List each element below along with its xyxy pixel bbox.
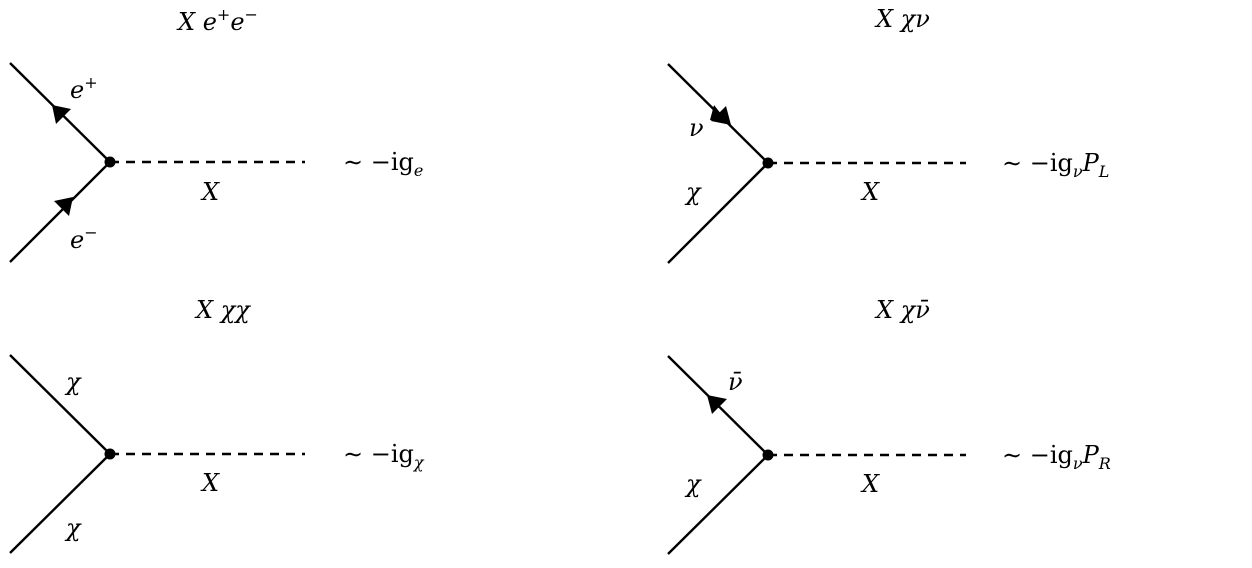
electron-line xyxy=(9,161,111,263)
diagram-x-chi-nu: X χν ν χ X ∼ −igνPL xyxy=(667,5,1109,264)
chi-line xyxy=(667,162,769,264)
incoming-arrow-icon xyxy=(711,106,731,125)
incoming-arrow-icon xyxy=(54,197,73,216)
diagram-title: X e+e− xyxy=(176,5,258,36)
lower-leg-label: χ xyxy=(64,514,82,542)
coupling-expression: ∼ −igχ xyxy=(343,440,425,472)
coupling-expression: ∼ −igνPL xyxy=(1002,149,1109,181)
diagram-title: X χν xyxy=(874,5,930,33)
diagram-x-chi-nubar: X χν̄ ν̄ χ X ∼ −igνPR xyxy=(667,296,1111,555)
upper-leg-label: χ xyxy=(64,368,82,396)
mediator-label: X xyxy=(860,470,880,498)
diagram-x-chi-chi: X χχ χ χ X ∼ −igχ xyxy=(9,296,425,554)
lower-leg-label: e− xyxy=(70,223,98,254)
outgoing-arrow-icon xyxy=(707,395,727,414)
vertex-dot xyxy=(104,448,116,460)
chi-line-upper xyxy=(9,354,111,455)
diagram-title: X χχ xyxy=(194,296,251,324)
lower-leg-label: χ xyxy=(684,470,702,498)
upper-leg-label: ν̄ xyxy=(728,368,743,396)
diagram-title: X χν̄ xyxy=(874,296,930,324)
chi-line-lower xyxy=(9,453,111,554)
mediator-label: X xyxy=(860,178,880,206)
coupling-expression: ∼ −ige xyxy=(343,148,423,180)
upper-leg-label: e+ xyxy=(70,73,98,104)
vertex-dot xyxy=(762,157,774,169)
coupling-expression: ∼ −igνPR xyxy=(1002,441,1111,473)
mediator-label: X xyxy=(200,469,220,497)
diagram-x-e-e: X e+e− e+ e− X ∼ −ige xyxy=(9,5,423,263)
chi-line xyxy=(667,454,769,555)
lower-leg-label: χ xyxy=(684,178,702,206)
upper-leg-label: ν xyxy=(689,114,704,142)
vertex-dot xyxy=(762,449,774,461)
vertex-dot xyxy=(104,156,116,168)
mediator-label: X xyxy=(200,178,220,206)
outgoing-arrow-icon xyxy=(52,105,71,124)
